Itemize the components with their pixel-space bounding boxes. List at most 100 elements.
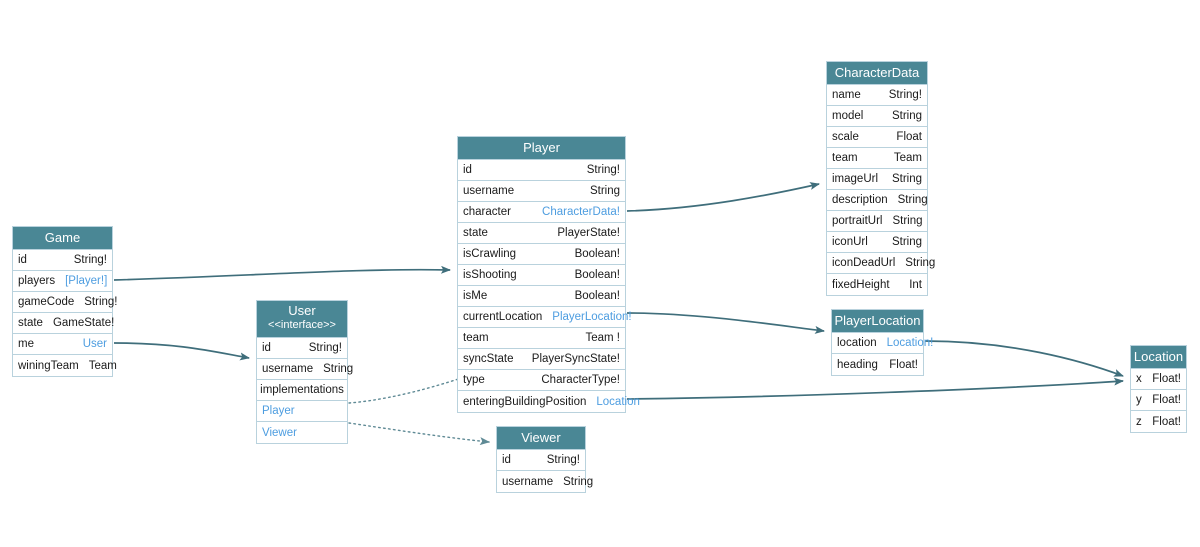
entity-title-viewer: Viewer xyxy=(497,427,585,450)
field-name: heading xyxy=(837,358,878,371)
field-type: [Player!] xyxy=(65,275,108,287)
field-name: id xyxy=(262,342,271,354)
edge-playerlocation-location-to-location xyxy=(924,340,1124,377)
entity-title-user: User<<interface>> xyxy=(257,301,347,338)
entity-title-characterdata: CharacterData xyxy=(827,62,927,85)
field-type: String! xyxy=(84,296,118,308)
field-name: Player xyxy=(262,405,295,417)
field-row[interactable]: isMe Boolean! xyxy=(458,286,625,307)
field-type: PlayerSyncState! xyxy=(531,353,620,365)
field-type: PlayerLocation! xyxy=(552,311,632,323)
field-row[interactable]: portraitUrl String xyxy=(827,211,927,232)
entity-title-player: Player xyxy=(458,137,625,160)
field-name: description xyxy=(832,194,888,206)
field-name: username xyxy=(463,185,515,197)
field-name: iconDeadUrl xyxy=(832,257,896,269)
field-type: Location xyxy=(596,395,640,408)
field-type: String xyxy=(891,110,922,122)
field-name: team xyxy=(832,152,858,164)
field-row[interactable]: id String! xyxy=(257,338,347,359)
edge-player-character-to-characterdata xyxy=(626,182,820,212)
field-type: Location! xyxy=(886,337,934,349)
field-name: iconUrl xyxy=(832,236,868,248)
field-row[interactable]: model String xyxy=(827,106,927,127)
field-name: type xyxy=(463,374,485,386)
field-row[interactable]: Viewer xyxy=(257,422,347,443)
field-type: String! xyxy=(308,342,342,354)
field-name: x xyxy=(1136,373,1142,385)
field-type: Boolean! xyxy=(574,290,620,302)
field-row[interactable]: team Team xyxy=(827,148,927,169)
field-row[interactable]: Player xyxy=(257,401,347,422)
field-name: state xyxy=(463,227,488,239)
entity-name: Game xyxy=(44,230,81,245)
entity-title-game: Game xyxy=(13,227,112,250)
entity-name: PlayerLocation xyxy=(834,313,921,328)
field-type: String! xyxy=(888,89,922,101)
field-row[interactable]: team Team ! xyxy=(458,328,625,349)
entity-name: Location xyxy=(1133,349,1184,364)
field-name: isShooting xyxy=(463,269,517,281)
field-name: team xyxy=(463,332,489,344)
entity-name: CharacterData xyxy=(834,65,920,80)
field-name: isCrawling xyxy=(463,248,517,260)
field-name: model xyxy=(832,110,864,122)
field-type: Team xyxy=(893,152,922,164)
field-name: players xyxy=(18,275,56,287)
field-name: name xyxy=(832,89,861,101)
field-name: fixedHeight xyxy=(832,278,890,291)
entity-title-playerlocation: PlayerLocation xyxy=(832,310,923,333)
field-row[interactable]: x Float! xyxy=(1131,369,1186,390)
field-row[interactable]: players [Player!] xyxy=(13,271,112,292)
field-name: portraitUrl xyxy=(832,215,883,227)
field-name: syncState xyxy=(463,353,514,365)
field-name: scale xyxy=(832,131,859,143)
field-row[interactable]: name String! xyxy=(827,85,927,106)
field-type: String! xyxy=(73,254,107,266)
field-name: isMe xyxy=(463,290,488,302)
entity-name: User xyxy=(288,303,316,318)
entity-title-location: Location xyxy=(1131,346,1186,369)
field-type: Team ! xyxy=(585,332,620,344)
field-row[interactable]: syncState PlayerSyncState! xyxy=(458,349,625,370)
field-row[interactable]: implementations xyxy=(257,380,347,401)
field-type: Float! xyxy=(1152,373,1181,385)
field-name: id xyxy=(502,454,511,466)
field-type: String xyxy=(892,215,923,227)
